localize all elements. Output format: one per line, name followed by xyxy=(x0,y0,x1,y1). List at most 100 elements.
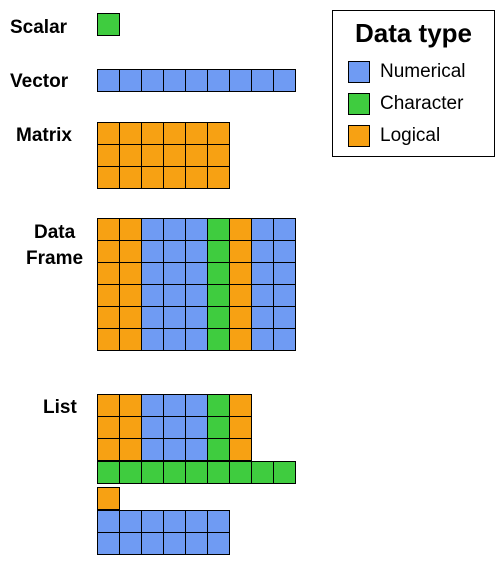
cell-character xyxy=(207,394,230,417)
cell-numerical xyxy=(141,328,164,351)
cell-character xyxy=(207,218,230,241)
matrix-grid xyxy=(97,122,230,189)
cell-numerical xyxy=(185,262,208,285)
cell-numerical xyxy=(141,284,164,307)
cell-logical xyxy=(185,122,208,145)
cell-logical xyxy=(229,306,252,329)
cell-logical xyxy=(119,284,142,307)
cell-logical xyxy=(119,262,142,285)
label-data-frame-line1: Data xyxy=(34,222,76,243)
cell-character xyxy=(119,461,142,484)
cell-logical xyxy=(119,122,142,145)
cell-numerical xyxy=(185,328,208,351)
cell-logical xyxy=(229,394,252,417)
cell-numerical xyxy=(273,69,296,92)
cell-logical xyxy=(229,262,252,285)
cell-logical xyxy=(141,166,164,189)
cell-numerical xyxy=(207,69,230,92)
cell-logical xyxy=(229,284,252,307)
cell-numerical xyxy=(273,328,296,351)
cell-numerical xyxy=(185,306,208,329)
scalar-grid xyxy=(97,13,120,36)
cell-character xyxy=(97,461,120,484)
cell-numerical xyxy=(141,416,164,439)
cell-numerical xyxy=(185,416,208,439)
cell-logical xyxy=(163,144,186,167)
data-frame-grid xyxy=(97,218,296,351)
cell-numerical xyxy=(273,240,296,263)
cell-logical xyxy=(185,166,208,189)
list-scalar-grid xyxy=(97,487,120,510)
cell-numerical xyxy=(163,218,186,241)
cell-logical xyxy=(119,218,142,241)
cell-logical xyxy=(97,218,120,241)
label-matrix: Matrix xyxy=(16,125,72,146)
cell-numerical xyxy=(141,262,164,285)
cell-character xyxy=(273,461,296,484)
cell-numerical xyxy=(229,69,252,92)
cell-numerical xyxy=(163,69,186,92)
cell-character xyxy=(185,461,208,484)
cell-logical xyxy=(185,144,208,167)
cell-numerical xyxy=(163,284,186,307)
cell-numerical xyxy=(163,532,186,555)
cell-numerical xyxy=(97,510,120,533)
cell-numerical xyxy=(141,218,164,241)
cell-numerical xyxy=(141,240,164,263)
cell-logical xyxy=(119,166,142,189)
cell-numerical xyxy=(251,240,274,263)
cell-numerical xyxy=(163,510,186,533)
vector-grid xyxy=(97,69,296,92)
cell-numerical xyxy=(251,262,274,285)
cell-logical xyxy=(229,438,252,461)
cell-numerical xyxy=(251,328,274,351)
cell-numerical xyxy=(251,69,274,92)
cell-numerical xyxy=(251,306,274,329)
cell-logical xyxy=(119,438,142,461)
cell-logical xyxy=(163,166,186,189)
cell-numerical xyxy=(207,532,230,555)
cell-logical xyxy=(97,262,120,285)
cell-character xyxy=(207,416,230,439)
cell-numerical xyxy=(185,394,208,417)
cell-numerical xyxy=(163,306,186,329)
cell-numerical xyxy=(119,532,142,555)
cell-logical xyxy=(119,144,142,167)
cell-numerical xyxy=(141,532,164,555)
cell-logical xyxy=(229,218,252,241)
cell-logical xyxy=(207,166,230,189)
cell-character xyxy=(163,461,186,484)
cell-numerical xyxy=(273,262,296,285)
label-scalar: Scalar xyxy=(10,17,68,38)
cell-numerical xyxy=(141,306,164,329)
cell-logical xyxy=(97,122,120,145)
cell-numerical xyxy=(185,532,208,555)
cell-numerical xyxy=(273,284,296,307)
cell-numerical xyxy=(163,394,186,417)
cell-numerical xyxy=(141,510,164,533)
cell-numerical xyxy=(119,69,142,92)
cell-numerical xyxy=(163,262,186,285)
cell-logical xyxy=(97,306,120,329)
cell-logical xyxy=(97,394,120,417)
cell-logical xyxy=(119,240,142,263)
cell-numerical xyxy=(185,218,208,241)
cell-logical xyxy=(97,284,120,307)
cell-numerical xyxy=(163,416,186,439)
cell-logical xyxy=(229,240,252,263)
cell-logical xyxy=(141,144,164,167)
cell-logical xyxy=(163,122,186,145)
cell-character xyxy=(251,461,274,484)
cell-character xyxy=(207,306,230,329)
legend-label-numerical: Numerical xyxy=(380,61,466,82)
cell-character xyxy=(141,461,164,484)
cell-character xyxy=(207,438,230,461)
cell-numerical xyxy=(97,532,120,555)
list-matrix-grid xyxy=(97,510,230,555)
legend-swatch-logical xyxy=(348,125,370,147)
legend-label-character: Character xyxy=(380,93,464,114)
cell-logical xyxy=(97,328,120,351)
cell-numerical xyxy=(141,69,164,92)
cell-character xyxy=(207,240,230,263)
cell-numerical xyxy=(273,218,296,241)
